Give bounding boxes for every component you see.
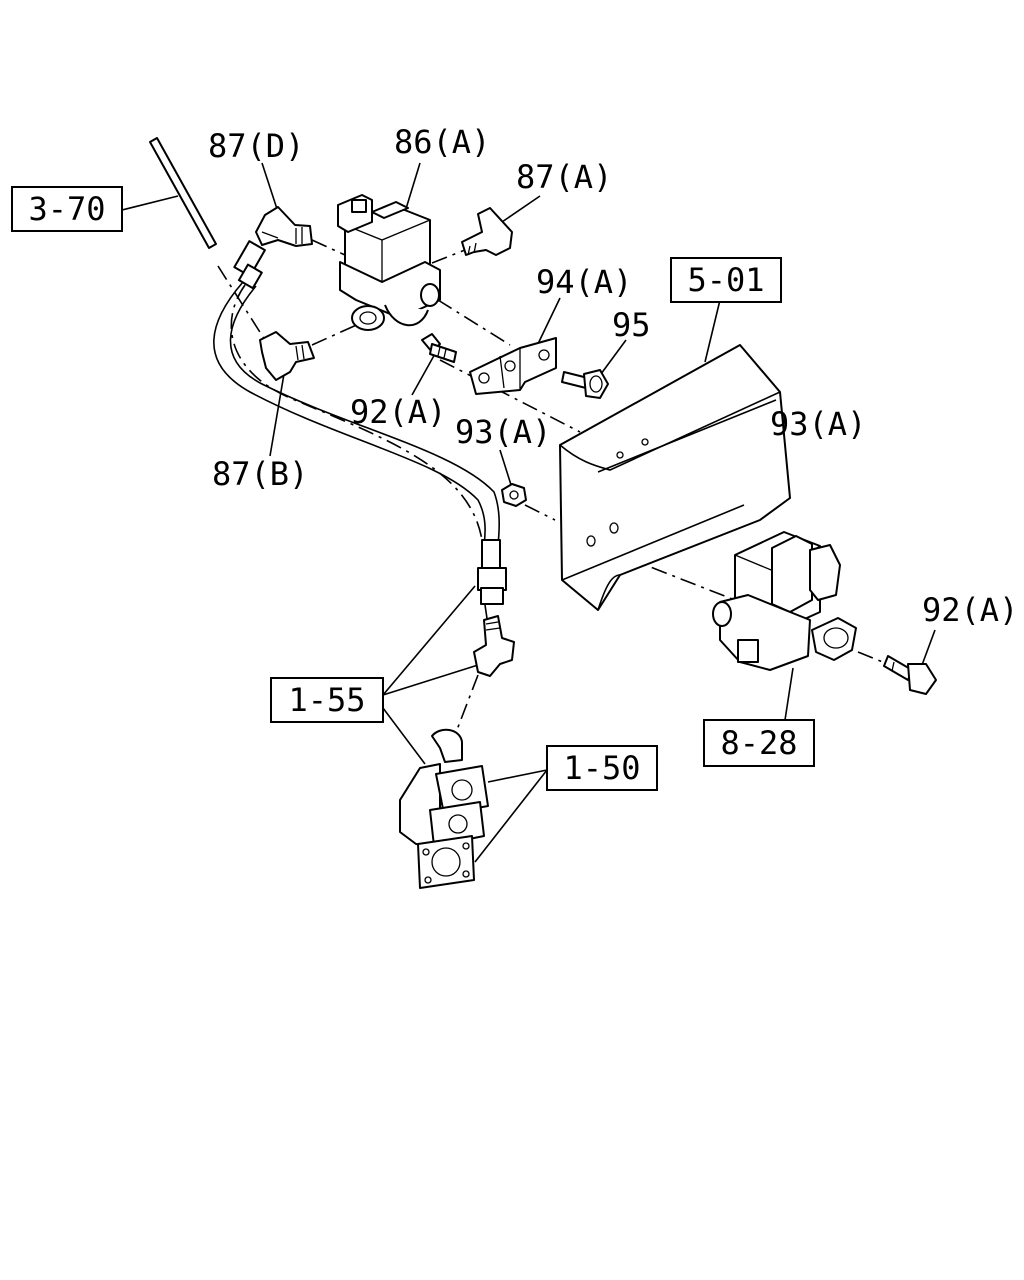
box-1-55-frame xyxy=(270,677,384,723)
box-8-28: 8-28 xyxy=(720,724,797,762)
label-92a-right: 92(A) xyxy=(922,591,1018,629)
hose xyxy=(213,240,507,605)
label-94a: 94(A) xyxy=(536,263,632,301)
box-8-28-frame xyxy=(703,719,815,767)
box-1-55: 1-55 xyxy=(288,681,365,719)
valve-8-28 xyxy=(712,531,857,671)
tee-fitting-1-55 xyxy=(473,615,515,677)
fitting-87b xyxy=(259,331,315,381)
box-1-50-frame xyxy=(546,745,658,791)
bracket-94a xyxy=(469,337,557,395)
bolt-92a-top xyxy=(421,333,457,363)
label-93a-right: 93(A) xyxy=(770,405,866,443)
nut-93a-left xyxy=(501,483,527,507)
assembly-lines xyxy=(217,239,891,736)
fitting-87d xyxy=(255,206,313,247)
cable-3-70 xyxy=(149,137,217,249)
label-92a-top: 92(A) xyxy=(350,393,446,431)
label-87d: 87(D) xyxy=(208,127,304,165)
label-87a: 87(A) xyxy=(516,158,612,196)
box-1-50: 1-50 xyxy=(563,749,640,787)
solenoid-valve-86a xyxy=(337,194,441,331)
bolt-92a-right xyxy=(883,655,937,695)
elbow-flange-assembly xyxy=(399,728,489,889)
reference-boxes: 3-70 5-01 1-55 1-50 8-28 xyxy=(11,186,815,791)
part-labels: 87(D) 86(A) 87(A) 94(A) 95 92(A) 93(A) 9… xyxy=(208,123,1018,629)
frame-bracket-5-01 xyxy=(559,344,791,611)
label-93a-left: 93(A) xyxy=(455,413,551,451)
box-5-01: 5-01 xyxy=(687,261,764,299)
bolt-95 xyxy=(561,369,609,399)
label-87b: 87(B) xyxy=(212,455,308,493)
label-95: 95 xyxy=(612,306,651,344)
fitting-87a xyxy=(461,207,513,256)
label-86a: 86(A) xyxy=(394,123,490,161)
box-3-70-frame xyxy=(11,186,123,232)
box-3-70: 3-70 xyxy=(28,190,105,228)
box-5-01-frame xyxy=(670,257,782,303)
